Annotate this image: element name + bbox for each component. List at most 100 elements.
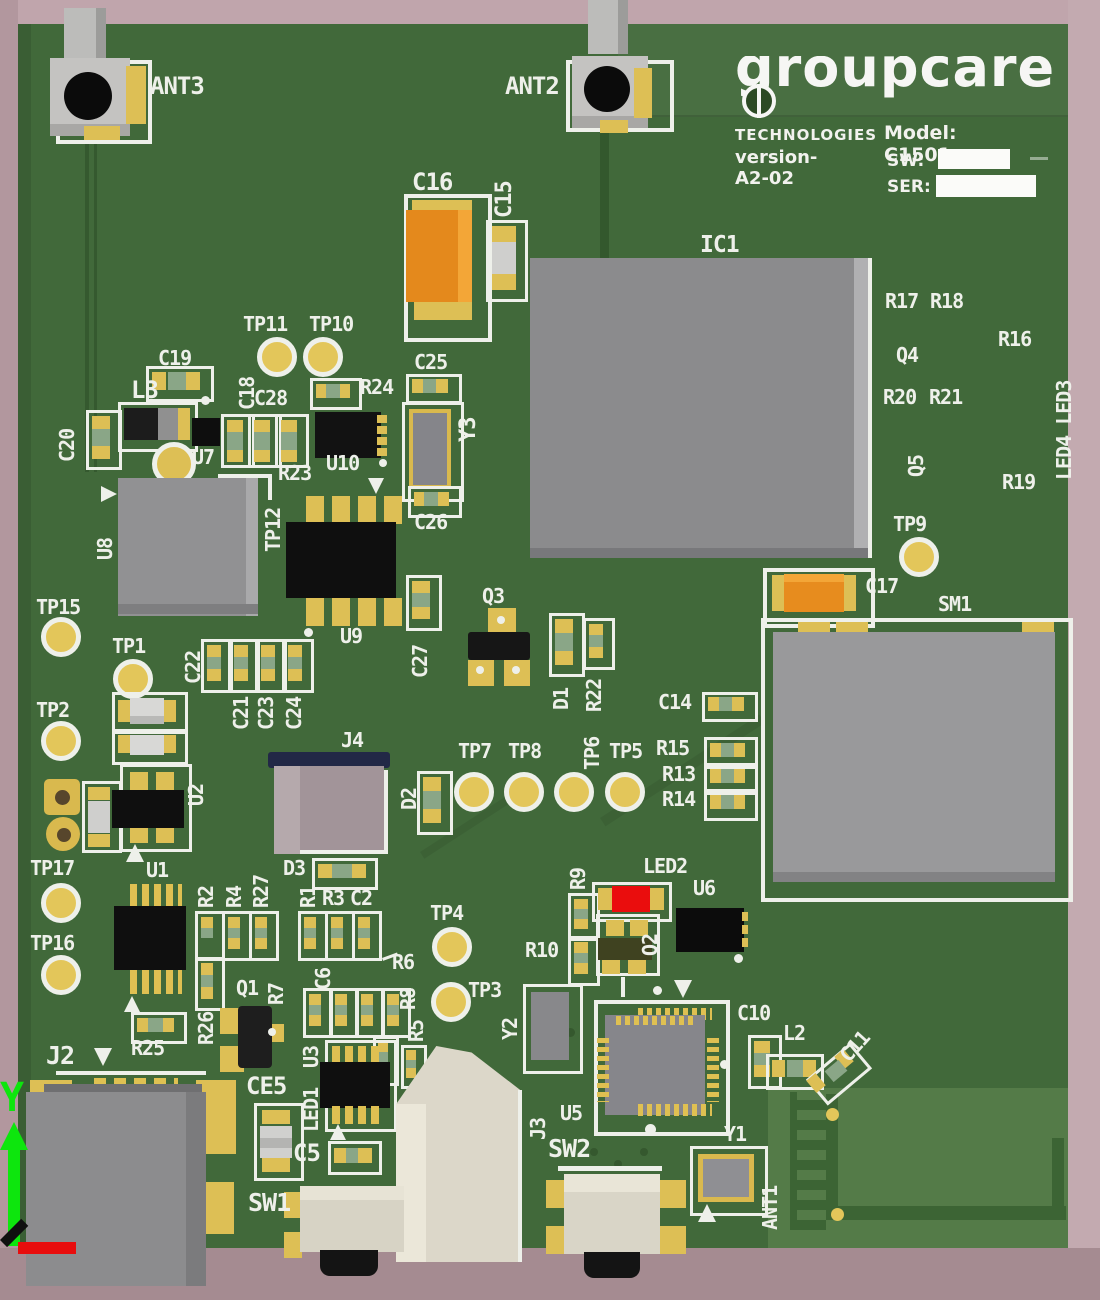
r2-pad-top	[201, 917, 213, 928]
d1-body	[555, 633, 573, 651]
u2cap-pad-top	[88, 787, 110, 800]
silk-dot-u9	[304, 628, 313, 637]
u9-pad-t2	[332, 496, 350, 524]
c25-pad-right	[436, 379, 448, 393]
c6-3-body	[361, 1005, 373, 1015]
q3-dot-3	[512, 666, 520, 674]
label-c21: C21	[229, 696, 253, 730]
c28b-pad-bottom	[281, 450, 297, 462]
label-sw2: SW2	[548, 1134, 591, 1163]
label-tp4: TP4	[430, 901, 464, 925]
testpoint-tp4	[432, 927, 472, 967]
c6-1-pad-top	[309, 994, 321, 1005]
label-tp10: TP10	[309, 312, 354, 336]
label-r1: R1	[296, 885, 320, 908]
c19-pad-right	[186, 372, 200, 390]
label-r7: R7	[264, 982, 288, 1005]
c20-pad-bottom	[92, 446, 110, 459]
jumper-b-body	[130, 735, 164, 755]
d1-pad-top	[555, 619, 573, 633]
antenna-meander-rail	[790, 1092, 797, 1230]
label-j3: J3	[526, 1117, 550, 1140]
label-tp12: TP12	[261, 507, 285, 552]
trace-ant2	[600, 130, 609, 258]
testpoint-tp16	[41, 955, 81, 995]
label-c24: C24	[282, 696, 306, 730]
technologies-text: TECHNOLOGIES	[735, 126, 878, 144]
label-u3: U3	[299, 1045, 323, 1068]
u8-body	[118, 478, 258, 616]
label-y2: Y2	[498, 1017, 522, 1040]
r22-pad-top	[589, 624, 603, 635]
sw-dash	[1030, 157, 1048, 160]
d2-body	[423, 791, 441, 809]
axis-arrow-shaft	[8, 1146, 20, 1246]
r5b-pad-top	[406, 1050, 416, 1060]
r24-silkscreen	[310, 378, 362, 410]
marker-triangle-u2	[126, 844, 144, 862]
c5-body	[346, 1148, 358, 1163]
c5-pad-right	[358, 1148, 372, 1163]
u2-pad-t1	[130, 772, 148, 790]
y2-silkscreen	[523, 984, 583, 1074]
c14-pad-left	[708, 697, 719, 711]
silk-dot-u10	[379, 459, 387, 467]
axis-x-red	[18, 1242, 76, 1254]
label-tp5: TP5	[609, 739, 643, 763]
c5-silkscreen	[328, 1141, 382, 1175]
j4-top-bar	[268, 752, 390, 768]
ser-label: SER:	[887, 177, 931, 197]
r1-body	[304, 928, 316, 938]
j2-body	[26, 1092, 206, 1286]
brand-logo: groupcare	[735, 56, 1067, 108]
c23-pad-bottom	[261, 669, 275, 681]
label-c5: C5	[293, 1139, 321, 1167]
ce5-body-band	[260, 1138, 292, 1148]
r1-pad-bottom	[304, 938, 316, 949]
c23-silkscreen	[255, 639, 287, 693]
r9-body	[574, 909, 588, 919]
c6-1-pad-bottom	[309, 1015, 321, 1026]
r15-pad-left	[710, 743, 721, 757]
c6-2-body	[335, 1005, 347, 1015]
j2-pad-right-2	[202, 1182, 234, 1234]
sw1-body-top	[300, 1186, 404, 1200]
label-y1: Y1	[724, 1122, 747, 1146]
label-c25: C25	[414, 350, 448, 374]
u10-body	[315, 412, 381, 458]
trace-ant3-b	[94, 136, 97, 472]
c6-3-pad-bottom	[361, 1015, 373, 1026]
r25-pad-right	[163, 1018, 174, 1032]
u2cap-pad-bottom	[88, 834, 110, 847]
silk-line-u7-v	[268, 474, 272, 500]
label-tp9: TP9	[893, 512, 927, 536]
c22-pad-top	[207, 645, 221, 657]
label-r8: R8	[396, 987, 420, 1010]
u6-pad-2	[742, 925, 748, 934]
r24-pad-right	[340, 384, 350, 398]
q3-dot-1	[497, 616, 505, 624]
c6-4-body	[387, 1005, 399, 1015]
q2-pad-t2	[630, 920, 648, 936]
c25-body	[423, 379, 436, 393]
label-c2: C2	[350, 886, 373, 910]
r14-silkscreen	[704, 789, 758, 821]
u1-pins-top	[130, 884, 182, 908]
testpoint-tp2	[41, 721, 81, 761]
label-tp16: TP16	[30, 931, 75, 955]
c15-body	[492, 242, 516, 274]
r13-pad-left	[710, 769, 721, 783]
c17-pad-right	[844, 575, 856, 611]
sm1-pad-3	[1022, 622, 1054, 634]
c23-body	[261, 657, 275, 669]
label-ant1: ANT1	[758, 1185, 782, 1230]
label-sw1: SW1	[248, 1188, 291, 1217]
led2-pad-left	[598, 888, 612, 910]
c21-pad-top	[234, 645, 248, 657]
label-d2: D2	[397, 787, 421, 810]
q2-pad-t1	[606, 920, 624, 936]
r4-pad-top	[228, 917, 240, 928]
label-c16: C16	[412, 168, 453, 196]
label-c20: C20	[55, 428, 79, 462]
